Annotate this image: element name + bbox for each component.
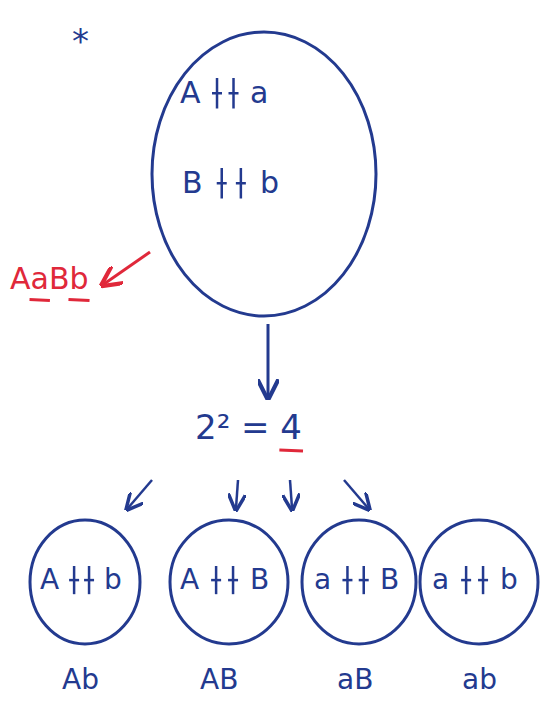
cell-circle: AaBb <box>150 30 378 318</box>
circle-outline <box>30 520 140 644</box>
down-arrow <box>267 324 270 396</box>
star-mark: * <box>72 22 89 61</box>
circle-outline <box>152 32 376 316</box>
allele-letter: b <box>104 564 122 596</box>
allele-letter: a <box>250 76 268 111</box>
allele-letter: a <box>314 564 331 596</box>
gamete-circle: AB <box>168 518 290 646</box>
circle-outline <box>420 520 538 644</box>
gamete-label: Ab <box>62 664 99 696</box>
centromere-mark <box>212 92 222 95</box>
allele-letter: a <box>432 564 449 596</box>
allele-letter: A <box>40 564 59 596</box>
split-arrow <box>344 480 368 508</box>
allele-letter: B <box>182 166 203 201</box>
circle-outline <box>302 520 416 644</box>
allele-letter: A <box>180 76 201 111</box>
gamete-circle: aB <box>300 518 418 646</box>
allele-letter: b <box>260 166 279 201</box>
red-underline <box>279 450 303 451</box>
allele-letter: b <box>500 564 518 596</box>
centromere-mark <box>229 92 239 95</box>
centromere-mark <box>478 579 488 582</box>
split-arrow <box>290 480 292 508</box>
gamete-circle: Ab <box>28 518 142 646</box>
centromere-mark <box>236 182 246 185</box>
gamete-label: aB <box>337 664 373 696</box>
centromere-mark <box>342 579 352 582</box>
centromere-mark <box>461 579 471 582</box>
red-underline <box>30 300 50 301</box>
genotype-label: AaBb <box>10 262 89 297</box>
pointer-arrow <box>104 252 150 284</box>
gamete-label: ab <box>462 664 497 696</box>
gamete-label: AB <box>200 664 238 696</box>
centromere-mark <box>84 579 94 582</box>
centromere-mark <box>228 579 238 582</box>
allele-letter: A <box>180 564 199 596</box>
centromere-mark <box>69 579 79 582</box>
centromere-mark <box>211 579 221 582</box>
gamete-circle: ab <box>418 518 540 646</box>
centromere-mark <box>217 182 227 185</box>
allele-letter: B <box>250 564 269 596</box>
circle-outline <box>170 520 288 644</box>
split-arrow <box>128 480 152 508</box>
centromere-mark <box>359 579 369 582</box>
red-underline <box>68 300 89 301</box>
split-arrow <box>236 480 238 508</box>
allele-letter: B <box>380 564 399 596</box>
gamete-count: 2² = 4 <box>195 408 302 447</box>
